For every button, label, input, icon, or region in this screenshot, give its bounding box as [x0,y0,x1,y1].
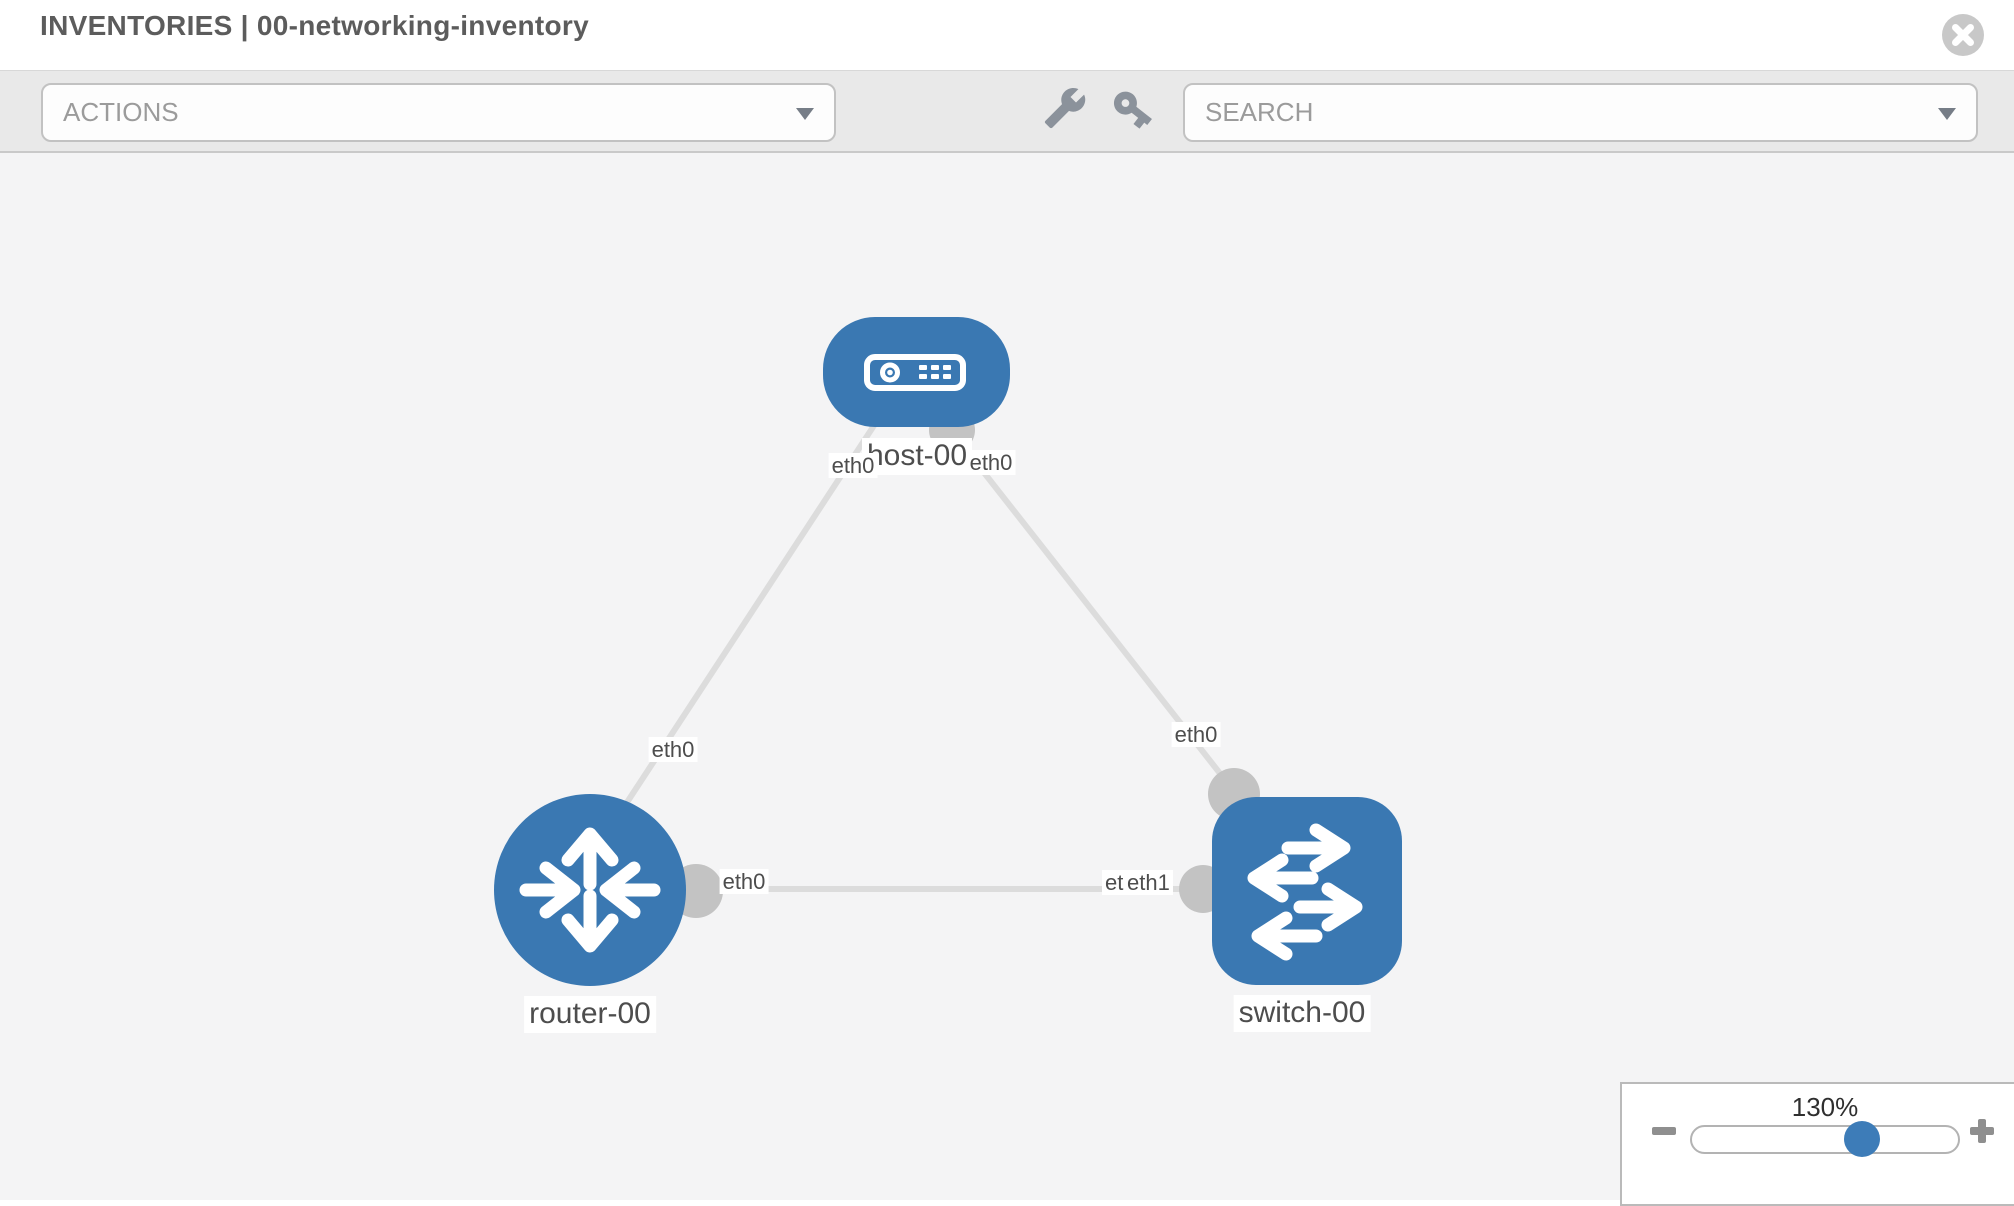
actions-dropdown-label: ACTIONS [63,97,179,127]
search-dropdown[interactable]: SEARCH [1183,83,1978,142]
chevron-down-icon [1938,107,1956,120]
zoom-panel: 130% [1620,1082,2014,1206]
topology-graph [494,317,1402,986]
configure-button[interactable] [1042,86,1088,132]
interface-label-router-eth0-uplink: eth0 [648,737,698,763]
node-label-host-00: host-00 [861,438,973,475]
node-label-switch-00: switch-00 [1233,995,1371,1032]
search-dropdown-label: SEARCH [1205,97,1314,127]
close-button[interactable] [1941,13,1985,57]
router-icon [519,827,661,953]
zoom-out-button[interactable] [1650,1117,1678,1145]
zoom-slider-track[interactable] [1690,1121,1960,1157]
chevron-down-icon [796,107,814,120]
key-icon [1113,91,1152,129]
topology-canvas[interactable]: host-00 router-00 switch-00 eth0 eth0 et… [0,153,2014,1200]
host-icon [864,354,966,391]
close-icon [1942,14,1984,56]
interface-label-switch-eth0-uplink: eth0 [1171,722,1221,748]
interface-label-switch-eth1: eth1 [1124,870,1173,896]
interface-label-router-eth0: eth0 [719,869,769,895]
credentials-button[interactable] [1110,86,1156,132]
wrench-icon [1044,88,1086,129]
interface-label-host-eth0-left: eth0 [828,453,878,479]
node-label-router-00: router-00 [524,996,656,1033]
toolbar: ACTIONS SEARCH [0,71,2014,153]
page-title: INVENTORIES | 00-networking-inventory [40,10,589,41]
node-switch-00[interactable] [1212,797,1402,985]
interface-label-host-eth0-right: eth0 [966,450,1016,476]
minus-icon [1652,1127,1676,1135]
header: INVENTORIES | 00-networking-inventory [0,0,2014,71]
actions-dropdown[interactable]: ACTIONS [41,83,836,142]
node-router-00[interactable] [494,794,686,986]
switch-icon [1247,823,1363,961]
zoom-level: 130% [1791,1092,1859,1122]
zoom-in-button[interactable] [1968,1117,1996,1145]
node-host-00[interactable] [823,317,1010,427]
zoom-slider-thumb[interactable] [1844,1121,1880,1157]
